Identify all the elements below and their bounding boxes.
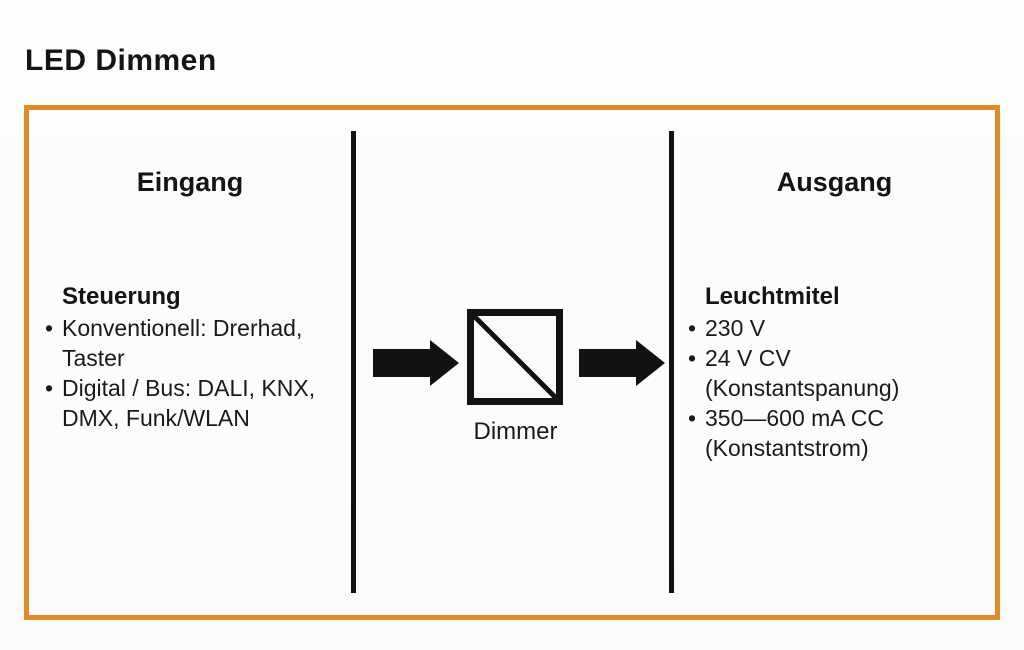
output-bullet-24v-cv: 24 V CV (Konstantspanung) (705, 345, 900, 401)
bullet-marker: • (688, 315, 697, 341)
bullet-marker: • (45, 315, 54, 341)
output-bullet-230v: 230 V (705, 315, 766, 341)
list-item: • 350—600 mA CC (Konstantstrom) (688, 403, 988, 463)
output-section-title: Leuchtmitel (705, 283, 840, 310)
bullet-marker: • (45, 375, 54, 401)
input-details-block: Steuerung • Konventionell: Drerhad, Tast… (45, 282, 345, 433)
input-bullet-digital-bus: Digital / Bus: DALI, KNX, DMX, Funk/WLAN (62, 375, 316, 431)
page-title: LED Dimmen (25, 44, 217, 77)
arrow-right-icon (579, 340, 665, 386)
list-item: • Digital / Bus: DALI, KNX, DMX, Funk/WL… (45, 373, 345, 433)
dimmer-label: Dimmer (473, 418, 558, 445)
input-bullet-conventional: Konventionell: Drerhad, Taster (62, 315, 303, 371)
output-details-block: Leuchtmitel • 230 V • 24 V CV (Konstants… (688, 282, 988, 463)
arrow-right-icon (373, 340, 459, 386)
input-column-header: Eingang (136, 167, 244, 197)
bullet-marker: • (688, 345, 697, 371)
input-section-title: Steuerung (62, 283, 181, 310)
diagram-frame: Eingang Ausgang Steuerung • Konventionel… (24, 105, 1000, 620)
list-item: • 230 V (688, 313, 988, 343)
list-item: • 24 V CV (Konstantspanung) (688, 343, 988, 403)
dimmer-symbol-icon (467, 309, 563, 405)
list-item: • Konventionell: Drerhad, Taster (45, 313, 345, 373)
output-column-header: Ausgang (776, 167, 893, 197)
divider-input-center (351, 131, 356, 593)
output-bullet-constant-current: 350—600 mA CC (Konstantstrom) (705, 405, 884, 461)
divider-center-output (669, 131, 674, 593)
bullet-marker: • (688, 405, 697, 431)
